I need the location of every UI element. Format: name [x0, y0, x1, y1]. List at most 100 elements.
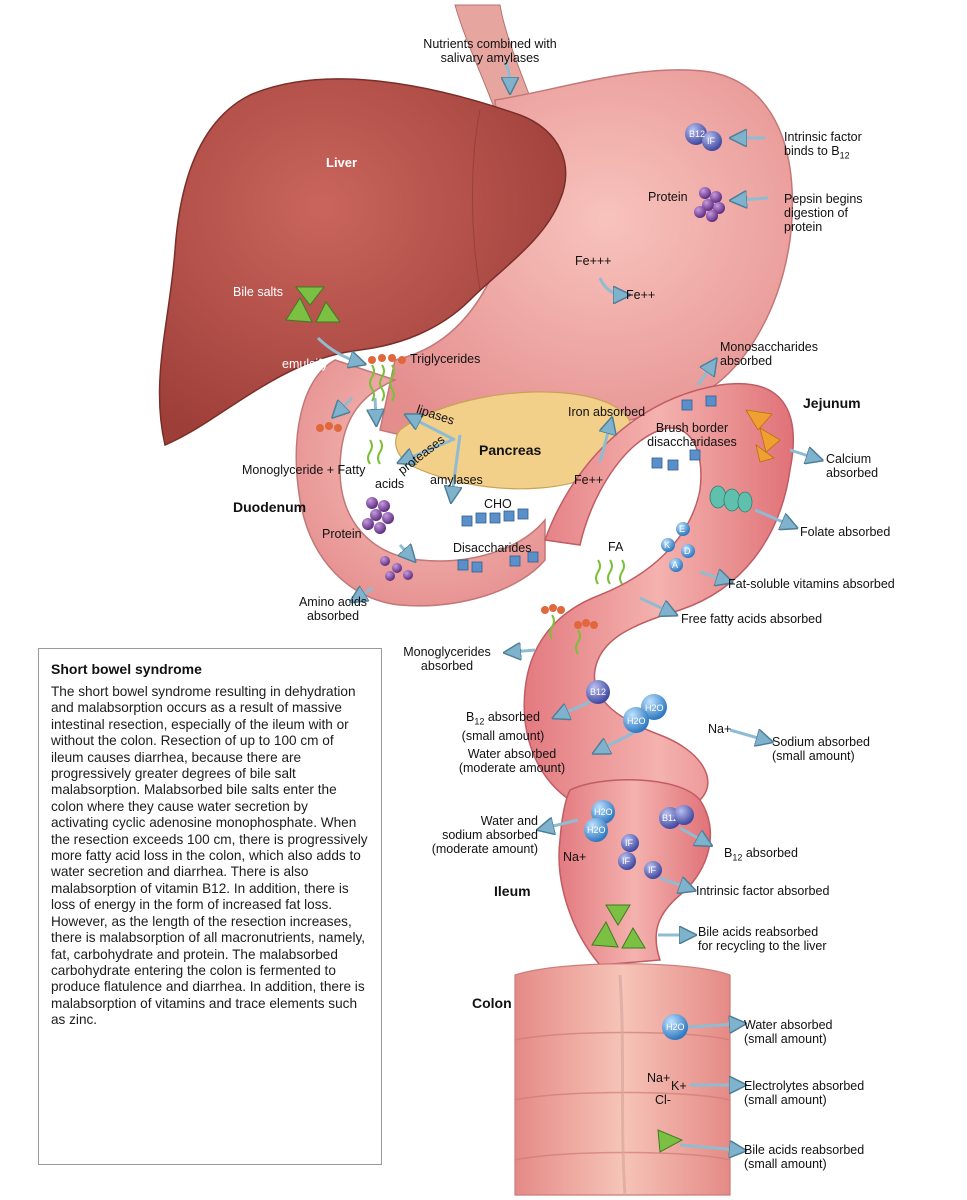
- label-b12-absorbed: B12 absorbed: [724, 846, 798, 865]
- svg-text:H2O: H2O: [594, 807, 613, 817]
- label-colon-k: K+: [671, 1079, 687, 1093]
- label-brush-line1: Brush border: [655, 421, 729, 435]
- label-b12-small: B12 absorbed (small amount): [462, 710, 545, 743]
- duodenum: [295, 359, 546, 607]
- label-intrinsic-12: 12: [839, 150, 850, 161]
- label-emulsify: emulsify: [282, 357, 328, 371]
- label-amino-line1: Amino acids: [298, 595, 368, 609]
- label-intrinsic-line1: Intrinsic factor: [784, 130, 862, 144]
- label-colon-cl: Cl-: [655, 1093, 671, 1107]
- box-body: The short bowel syndrome resulting in de…: [51, 684, 368, 1028]
- label-sodium-line1: Sodium absorbed: [772, 735, 870, 749]
- label-b12small-absorbed: absorbed: [484, 710, 540, 724]
- label-calcium-line2: absorbed: [826, 466, 879, 480]
- label-disaccharides: Disaccharides: [453, 541, 532, 555]
- label-water-moderate: Water absorbed (moderate amount): [459, 747, 565, 775]
- jejunum-b12-h2o: B12 H2O H2O: [586, 680, 667, 733]
- label-duodenum: Duodenum: [233, 499, 307, 515]
- label-monosaccharides: Monosaccharides absorbed: [720, 340, 818, 368]
- label-watersod-line2: sodium absorbed: [442, 828, 538, 842]
- label-iron-absorbed: Iron absorbed: [568, 405, 646, 419]
- label-triglycerides: Triglycerides: [410, 352, 481, 366]
- svg-text:H2O: H2O: [666, 1022, 685, 1032]
- label-watersmall-line2: (small amount): [744, 1032, 827, 1046]
- label-b12small-12: 12: [474, 716, 485, 727]
- triglyceride-molecules: [367, 364, 625, 655]
- svg-text:K: K: [664, 540, 670, 550]
- svg-text:H2O: H2O: [587, 825, 606, 835]
- ileum-balls: H2O H2O B12 IF IF IF: [584, 800, 694, 879]
- label-fe3: Fe+++: [575, 254, 612, 268]
- label-watermod-line1: Water absorbed: [467, 747, 557, 761]
- label-nutrients: Nutrients combined with salivary amylase…: [423, 37, 556, 65]
- label-jejunum: Jejunum: [803, 395, 861, 411]
- colon-water-ball: H2O: [662, 1014, 688, 1040]
- label-watersod-line3: (moderate amount): [431, 842, 538, 856]
- label-liver: Liver: [326, 155, 358, 170]
- label-sodium-small: Sodium absorbed (small amount): [772, 735, 870, 763]
- svg-text:B12: B12: [662, 813, 678, 823]
- label-bile-salts: Bile salts: [233, 285, 284, 299]
- box-title: Short bowel syndrome: [51, 661, 202, 677]
- label-brush-border: Brush border disaccharidases: [647, 421, 737, 449]
- label-b12abs-12: 12: [732, 852, 743, 863]
- calcium-molecules: [745, 409, 781, 463]
- label-monoglyc-line1: Monoglycerides: [403, 645, 491, 659]
- label-monoglycerides-absorbed: Monoglycerides absorbed: [403, 645, 491, 673]
- label-na-plus-ileum: Na+: [563, 850, 587, 864]
- bile-salt-triangles: [285, 286, 684, 1153]
- label-pepsin-line3: protein: [784, 220, 823, 234]
- svg-text:IF: IF: [648, 865, 657, 875]
- svg-text:D: D: [684, 546, 691, 556]
- label-brush-line2: disaccharidases: [647, 435, 737, 449]
- label-monosacch-line1: Monosaccharides: [720, 340, 818, 354]
- label-intrinsic-absorbed: Intrinsic factor absorbed: [696, 884, 830, 898]
- svg-text:B12: B12: [689, 129, 705, 139]
- flow-arrows: [316, 61, 815, 1150]
- label-bilesmall-line2: (small amount): [744, 1157, 827, 1171]
- label-water-sodium: Water and sodium absorbed (moderate amou…: [432, 814, 538, 856]
- short-bowel-syndrome-box: Short bowel syndrome The short bowel syn…: [38, 648, 382, 1165]
- label-b12small-line2: (small amount): [461, 728, 545, 743]
- label-b12abs-absorbed: absorbed: [742, 846, 798, 860]
- svg-text:H2O: H2O: [627, 716, 646, 726]
- label-bilerec-line1: Bile acids reabsorbed: [698, 925, 819, 939]
- svg-text:H2O: H2O: [645, 703, 664, 713]
- label-mono-line1: Monoglyceride + Fatty: [242, 463, 366, 477]
- label-bilesmall-line1: Bile acids reabsorbed: [744, 1143, 865, 1157]
- label-bile-small: Bile acids reabsorbed (small amount): [744, 1143, 864, 1171]
- label-watermod-line2: (moderate amount): [458, 761, 566, 775]
- label-protein-duodenum: Protein: [322, 527, 362, 541]
- svg-text:IF: IF: [625, 838, 634, 848]
- label-ileum: Ileum: [494, 883, 531, 899]
- label-folate: Folate absorbed: [800, 525, 891, 539]
- label-bilerec-line2: for recycling to the liver: [698, 939, 827, 953]
- liver: [158, 78, 567, 447]
- fat-soluble-vitamin-balls: E K D A: [661, 522, 695, 572]
- label-electro-line2: (small amount): [744, 1093, 827, 1107]
- label-monoglyceride-fatty: Monoglyceride + Fatty acids: [242, 463, 404, 491]
- label-water-small: Water absorbed (small amount): [744, 1018, 832, 1046]
- label-electro-line1: Electrolytes absorbed: [744, 1079, 865, 1093]
- label-intrinsic-line2: binds to B12: [784, 144, 862, 163]
- label-monosacch-line2: absorbed: [720, 354, 773, 368]
- label-b12small-line1: B12 absorbed: [462, 710, 545, 729]
- label-mono-line2: acids: [375, 477, 405, 491]
- b12-if-stomach: B12 IF: [685, 123, 722, 151]
- carbohydrate-cubes: [457, 395, 717, 573]
- label-cho: CHO: [484, 497, 512, 511]
- label-bile-recycle: Bile acids reabsorbed for recycling to t…: [698, 925, 827, 953]
- label-watersod-line1: Water and: [480, 814, 538, 828]
- label-amino-line2: absorbed: [306, 609, 360, 623]
- label-b12small-b: B: [466, 710, 475, 724]
- protein-cluster-duodenum: [362, 497, 413, 581]
- label-protein-stomach: Protein: [648, 190, 688, 204]
- label-electrolytes: Electrolytes absorbed (small amount): [744, 1079, 864, 1107]
- label-calcium-line1: Calcium: [826, 452, 872, 466]
- label-pepsin-line2: digestion of: [784, 206, 848, 220]
- label-nutrients-line1: Nutrients combined with: [423, 37, 557, 51]
- svg-text:IF: IF: [707, 136, 716, 146]
- folate-molecules: [709, 485, 753, 513]
- label-amylases: amylases: [430, 473, 483, 487]
- label-nutrients-line2: salivary amylases: [440, 51, 540, 65]
